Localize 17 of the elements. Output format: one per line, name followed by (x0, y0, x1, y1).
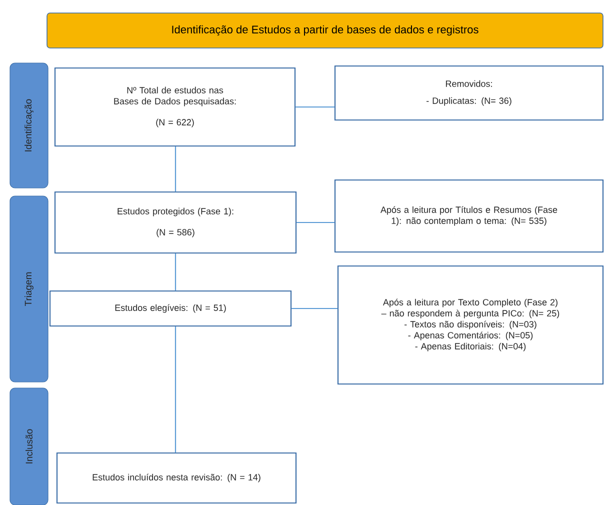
connector-line (296, 222, 334, 224)
process-box: Após a leitura por Títulos e Resumos (Fase 1): não contemplam o tema: (N= 535) (334, 179, 604, 253)
process-box: Removidos: - Duplicatas: (N= 36) (334, 65, 604, 121)
connector-line (174, 254, 176, 290)
phase-band: Identificação (10, 62, 48, 188)
connector-line (174, 146, 176, 192)
connector-line (174, 326, 176, 452)
process-box: Nº Total de estudos nas Bases de Dados pesquisadas: (N = 622) (54, 67, 296, 147)
section-banner: Identificação de Estudos a partir de bases de dados e registros (46, 12, 604, 48)
process-box: Após a leitura por Texto Completo (Fase 2) – não respondem à pergunta PICo: (N= 25) - Textos não disponíveis: (N=03) - Apenas Comentários: (N=05) - Apenas Editoriais: (N=04) (337, 265, 604, 385)
phase-band: Triagem (10, 196, 48, 382)
process-box: Estudos elegíveis: (N = 51) (49, 290, 292, 327)
process-box: Estudos protegidos (Fase 1): (N = 586) (54, 191, 297, 254)
connector-line (292, 308, 338, 310)
process-box: Estudos incluídos nesta revisão: (N = 14) (56, 452, 297, 504)
phase-band: Inclusão (10, 388, 48, 505)
connector-line (296, 106, 334, 108)
